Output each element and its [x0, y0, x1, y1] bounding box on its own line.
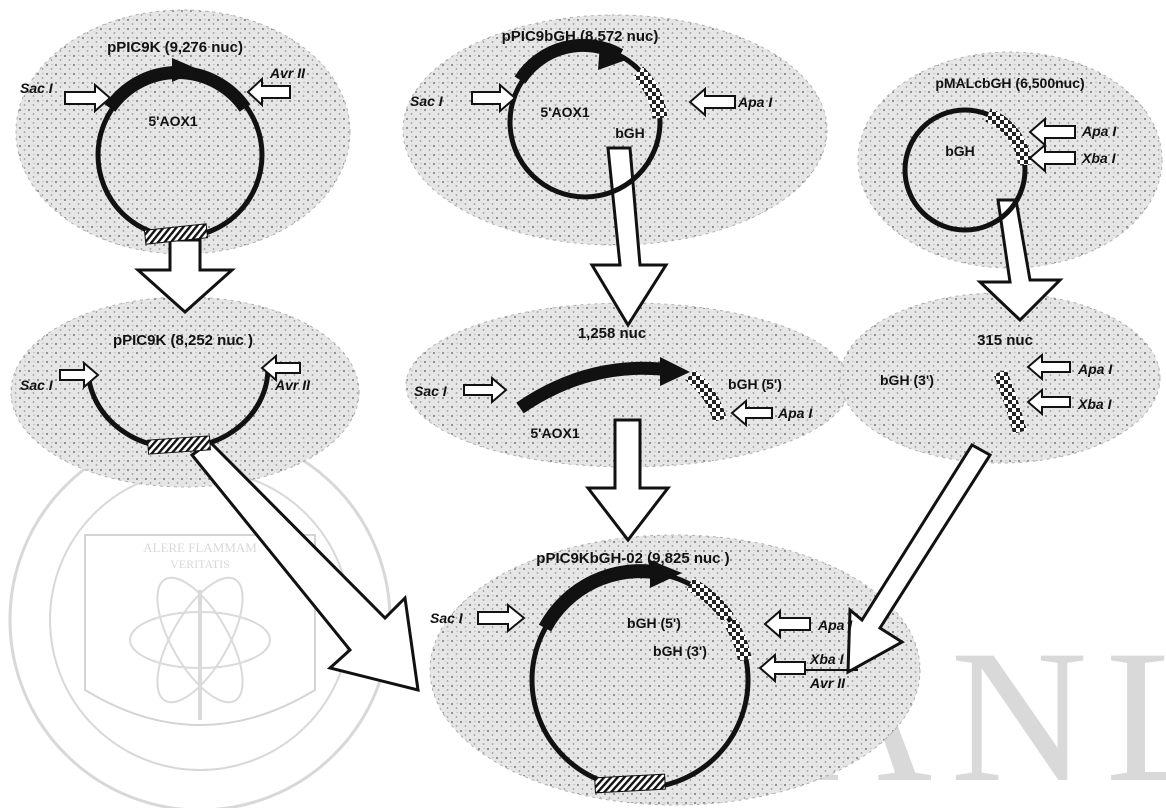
plasmid-ppic9k-panel: [15, 9, 351, 255]
f1-site-left: Sac I: [20, 377, 54, 393]
f2-site-left: Sac I: [414, 383, 448, 399]
final-plasmid: [529, 560, 752, 794]
p3-xba-arrow: [1028, 142, 1076, 174]
arrow-p1-to-f1: [134, 238, 236, 315]
p1-title: pPIC9K (9,276 nuc): [107, 39, 243, 56]
final-site-right3: Avr II: [809, 675, 846, 691]
final-site-right2: Xba I: [809, 651, 845, 667]
f1-title: pPIC9K (8,252 nuc ): [113, 332, 253, 349]
plasmid-ppic9k: [95, 58, 265, 245]
f2-gene: 5'AOX1: [530, 425, 579, 441]
f2-site-right: Apa I: [777, 405, 813, 421]
final-sac-arrow: [477, 602, 526, 634]
final-gene1: bGH (5'): [627, 615, 681, 631]
p3-site-right1: Apa I: [1081, 123, 1117, 139]
f2-sac-arrow: [463, 375, 508, 405]
p1-site-right: Avr II: [269, 65, 306, 81]
f1-avr-arrow: [260, 353, 301, 383]
plasmid-pmalcbgh: [902, 107, 1032, 233]
p1-site-left: Sac I: [20, 80, 54, 96]
arrow-f2-to-final: [584, 418, 672, 543]
p2-gene2: bGH: [615, 125, 645, 141]
p2-title: pPIC9bGH (8,572 nuc): [502, 28, 659, 45]
p2-apa-arrow: [688, 86, 736, 118]
fragment-315: [993, 369, 1027, 434]
final-title: pPIC9KbGH-02 (9,825 nuc ): [536, 550, 729, 567]
arrow-p2-to-f2: [589, 146, 669, 328]
p1-gene: 5'AOX1: [148, 113, 197, 129]
arrow-p3-to-f3: [976, 198, 1064, 323]
final-gene2: bGH (3'): [653, 643, 707, 659]
f3-apa-arrow: [1026, 352, 1071, 382]
f2-gene2: bGH (5'): [728, 376, 782, 392]
f2-apa-arrow: [730, 398, 773, 428]
p1-sac-arrow: [64, 82, 112, 114]
plasmid-ppic9bgh-panel: [402, 14, 828, 246]
fragment-ppic9k: [85, 367, 271, 455]
f3-title: 315 nuc: [977, 332, 1033, 349]
p3-title: pMALcbGH (6,500nuc): [935, 75, 1084, 91]
fragment-1258: [516, 357, 727, 423]
plasmid-ppic9bgh: [507, 38, 668, 200]
f3-site-right1: Apa I: [1077, 361, 1113, 377]
final-plasmid-panel: [429, 534, 921, 806]
seal-motto: ALERE FLAMMAM: [143, 540, 257, 555]
arrow-f1-to-final: [189, 440, 420, 692]
flow-arrows: [134, 146, 1064, 692]
fragment-ppic9k-panel: [10, 296, 360, 488]
p3-apa-arrow: [1028, 116, 1076, 148]
f1-site-right: Avr II: [274, 377, 311, 393]
p3-site-right2: Xba I: [1081, 150, 1117, 166]
f2-title: 1,258 nuc: [578, 325, 646, 342]
f1-sac-arrow: [59, 360, 100, 390]
p1-avr-arrow: [246, 76, 291, 108]
p2-site-left: Sac I: [410, 93, 444, 109]
p3-gene: bGH: [945, 143, 975, 159]
f3-site-right2: Xba I: [1077, 396, 1113, 412]
final-site-right1: Apa I: [817, 617, 853, 633]
arrow-f3-to-final: [846, 442, 993, 675]
f3-gene: bGH (3'): [880, 372, 934, 388]
seal-motto-2: VERITATIS: [170, 557, 230, 571]
p2-site-right: Apa I: [737, 94, 773, 110]
final-xba-arrow: [758, 652, 806, 684]
f3-xba-arrow: [1026, 387, 1071, 417]
final-apa-arrow: [763, 608, 811, 640]
final-site-left: Sac I: [430, 610, 464, 626]
p2-sac-arrow: [471, 82, 517, 114]
p2-gene: 5'AOX1: [540, 104, 589, 120]
